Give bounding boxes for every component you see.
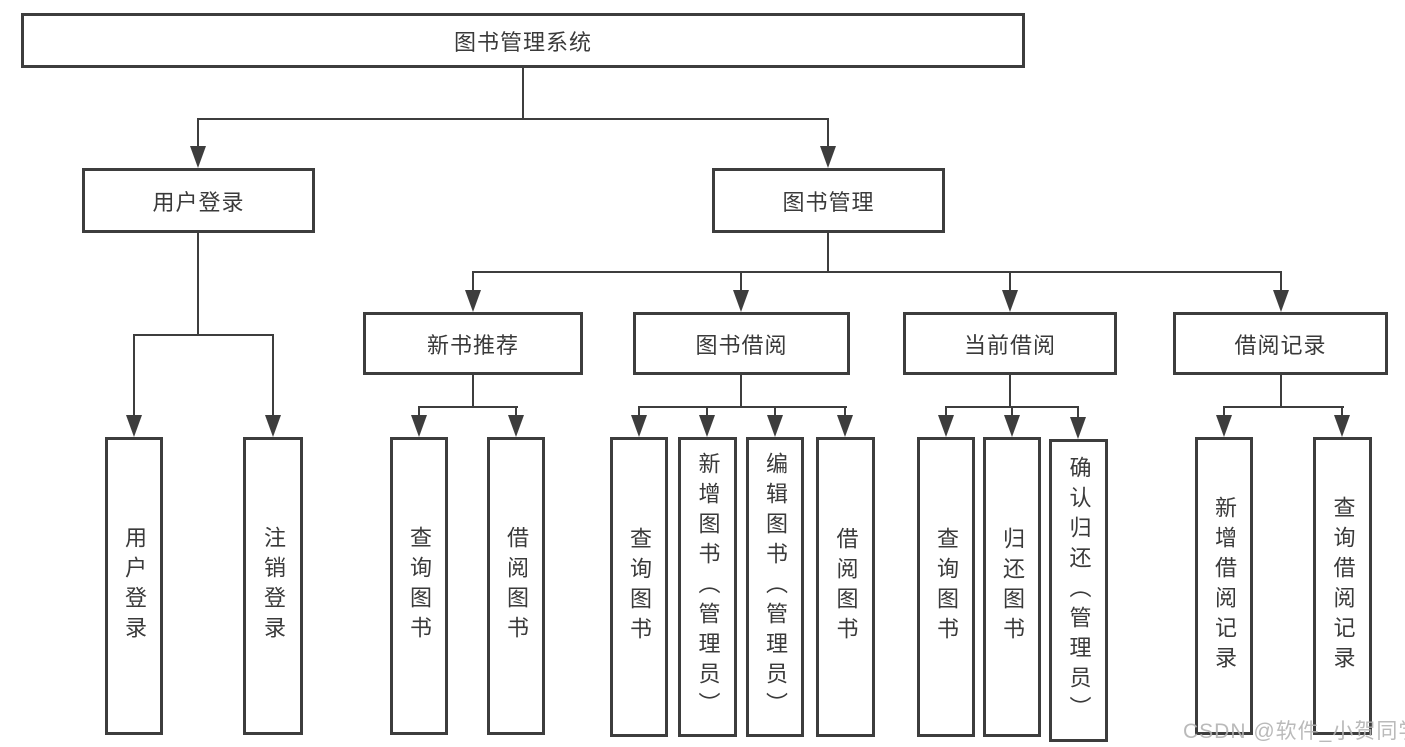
node-label: 注销登录 — [261, 526, 286, 646]
connector-borrow-record-branch — [1223, 406, 1344, 408]
leaf-logout: 注销登录 — [243, 437, 303, 735]
connector-current-borrow-child2 — [1011, 406, 1013, 420]
node-label: 确认归还（管理员） — [1066, 455, 1092, 726]
connector-borrow-record-stem — [1280, 375, 1282, 408]
arrow-book-borrow-child3 — [767, 415, 783, 437]
node-library-system: 图书管理系统 — [21, 13, 1025, 68]
leaf-edit-books-admin: 编辑图书（管理员） — [746, 437, 804, 737]
leaf-borrow-books: 借阅图书 — [816, 437, 875, 737]
leaf-query-books-recommend: 查询图书 — [390, 437, 448, 735]
connector-book-borrow-child4 — [844, 406, 846, 420]
connector-to-new-book — [472, 271, 474, 295]
connector-new-book-stem — [472, 375, 474, 408]
arrow-new-book-child1 — [411, 415, 427, 437]
connector-borrow-record-child2 — [1341, 406, 1343, 420]
connector-to-book-mgmt — [827, 118, 829, 150]
arrow-borrow-record-child2 — [1334, 415, 1350, 437]
node-label: 图书管理系统 — [453, 29, 592, 55]
connector-to-borrow-record — [1280, 271, 1282, 295]
node-label: 用户登录 — [152, 189, 245, 215]
node-book-borrowing: 图书借阅 — [633, 312, 850, 375]
arrow-borrow-record-child1 — [1216, 415, 1232, 437]
connector-current-borrow-child3 — [1077, 406, 1079, 422]
connector-to-book-borrow — [740, 271, 742, 295]
arrow-current-borrow-child2 — [1004, 415, 1020, 437]
leaf-query-borrow-record: 查询借阅记录 — [1313, 437, 1372, 735]
node-label: 新增图书（管理员） — [695, 452, 721, 722]
node-label: 新增借阅记录 — [1212, 496, 1237, 676]
connector-new-book-child1 — [418, 406, 420, 420]
connector-book-mgmt-branch — [472, 271, 1282, 273]
csdn-watermark: CSDN @软件_小贺同学 — [1183, 720, 1405, 743]
leaf-add-borrow-record: 新增借阅记录 — [1195, 437, 1253, 735]
leaf-user-login: 用户登录 — [105, 437, 163, 735]
node-label: 编辑图书（管理员） — [763, 452, 788, 722]
node-label: 查询图书 — [934, 527, 959, 647]
connector-current-borrow-child1 — [945, 406, 947, 420]
node-label: 借阅图书 — [504, 526, 529, 646]
node-label: 图书借阅 — [695, 332, 788, 358]
node-label: 归还图书 — [1000, 527, 1025, 647]
connector-new-book-child2 — [515, 406, 517, 420]
connector-book-borrow-child3 — [774, 406, 776, 420]
leaf-confirm-return-admin: 确认归还（管理员） — [1049, 439, 1108, 742]
connector-book-borrow-child2 — [706, 406, 708, 420]
connector-to-current-borrow — [1009, 271, 1011, 295]
arrow-to-book-mgmt — [820, 146, 836, 168]
arrow-to-book-borrow — [733, 290, 749, 312]
arrow-book-borrow-child4 — [837, 415, 853, 437]
node-label: 图书管理 — [782, 189, 875, 215]
connector-current-borrow-stem — [1009, 375, 1011, 408]
connector-to-login-leaf — [133, 334, 135, 418]
node-label: 查询借阅记录 — [1330, 496, 1356, 676]
node-label: 用户登录 — [122, 526, 147, 646]
connector-user-login-stem — [197, 233, 199, 336]
leaf-query-books-borrowing: 查询图书 — [610, 437, 668, 737]
arrow-current-borrow-child3 — [1070, 417, 1086, 439]
arrow-book-borrow-child1 — [631, 415, 647, 437]
connector-new-book-branch — [418, 406, 518, 408]
node-label: 新书推荐 — [426, 332, 519, 358]
connector-book-borrow-stem — [740, 375, 742, 408]
arrow-to-logout-leaf — [265, 415, 281, 437]
leaf-add-books-admin: 新增图书（管理员） — [678, 437, 737, 737]
leaf-borrow-books-recommend: 借阅图书 — [487, 437, 545, 735]
connector-root-stem — [522, 68, 524, 118]
arrow-to-new-book — [465, 290, 481, 312]
arrow-to-login-leaf — [126, 415, 142, 437]
connector-root-branch — [197, 118, 829, 120]
connector-borrow-record-child1 — [1223, 406, 1225, 420]
arrow-to-borrow-record — [1273, 290, 1289, 312]
connector-to-logout-leaf — [272, 334, 274, 418]
node-current-borrowing: 当前借阅 — [903, 312, 1117, 375]
connector-book-borrow-child1 — [638, 406, 640, 420]
node-label: 当前借阅 — [963, 332, 1056, 358]
node-borrowing-records: 借阅记录 — [1173, 312, 1388, 375]
node-label: 查询图书 — [407, 526, 432, 646]
arrow-book-borrow-child2 — [699, 415, 715, 437]
connector-user-login-branch — [133, 334, 273, 336]
leaf-return-books: 归还图书 — [983, 437, 1041, 737]
leaf-query-books-current: 查询图书 — [917, 437, 975, 737]
arrow-current-borrow-child1 — [938, 415, 954, 437]
node-user-login: 用户登录 — [82, 168, 315, 233]
node-label: 借阅记录 — [1234, 332, 1327, 358]
node-label: 查询图书 — [627, 527, 652, 647]
connector-to-user-login — [197, 118, 199, 150]
connector-book-borrow-branch — [638, 406, 847, 408]
node-book-management: 图书管理 — [712, 168, 945, 233]
node-label: 借阅图书 — [833, 527, 859, 647]
arrow-new-book-child2 — [508, 415, 524, 437]
connector-book-mgmt-stem — [827, 233, 829, 273]
arrow-to-current-borrow — [1002, 290, 1018, 312]
arrow-to-user-login — [190, 146, 206, 168]
node-new-book-recommend: 新书推荐 — [363, 312, 583, 375]
